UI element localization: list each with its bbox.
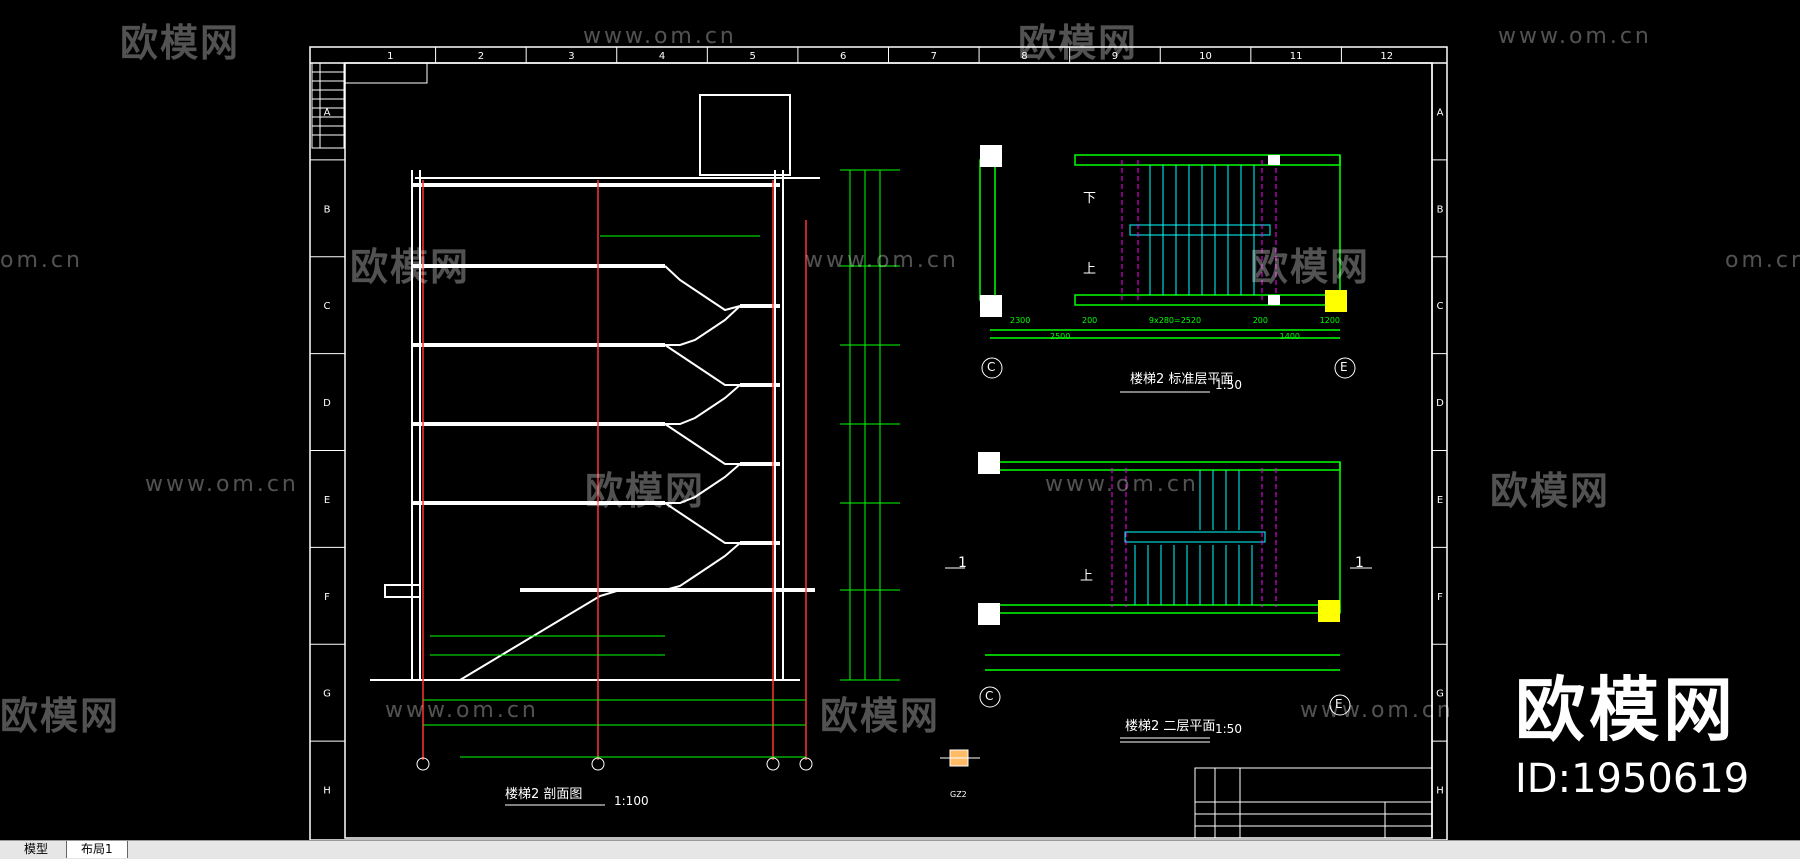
- dimension-value: 9x280=2520: [1148, 316, 1202, 325]
- frame-row-label: D: [1436, 398, 1444, 409]
- frame-row-label: B: [324, 204, 331, 215]
- stair-plan-standard: [979, 145, 1356, 393]
- section-scale: 1:100: [614, 794, 649, 808]
- frame-row-label: F: [324, 592, 330, 603]
- frame-row-label: C: [324, 301, 331, 312]
- frame-row-label: G: [1436, 689, 1444, 700]
- gz-label: GZ2: [950, 790, 967, 799]
- watermark-url: www.om.cn: [1045, 472, 1199, 497]
- dimension-value: 200: [1082, 316, 1098, 325]
- watermark-logo: 欧模网: [820, 694, 941, 738]
- stair-section-drawing: [370, 94, 900, 806]
- dimension-value: 1400: [1279, 332, 1300, 341]
- cut-mark-left: 1: [958, 555, 967, 571]
- outer-frame-border: [309, 46, 1448, 840]
- plan-dimensions-total: 2500 1400: [1050, 332, 1300, 341]
- frame-row-label: F: [1437, 592, 1443, 603]
- down-label-standard: 下: [1083, 191, 1097, 206]
- watermark-url: www.om.cn: [1300, 698, 1454, 723]
- brand-id: ID:1950619: [1515, 756, 1750, 802]
- frame-column-label: 2: [478, 51, 484, 62]
- watermark-logo: 欧模网: [1250, 245, 1371, 289]
- frame-row-label: E: [324, 495, 330, 506]
- column-detail: [940, 749, 980, 767]
- plan-dimensions: 2300 200 9x280=2520 200 1200: [1010, 316, 1340, 325]
- frame-column-label: 9: [1112, 51, 1118, 62]
- axis-c-label-first: C: [985, 689, 994, 703]
- watermark-url: om.cn: [1725, 248, 1800, 273]
- frame-row-label: G: [323, 689, 331, 700]
- dimension-value: 200: [1252, 316, 1268, 325]
- frame-row-label: E: [1437, 495, 1443, 506]
- axis-c-label-standard: C: [987, 360, 996, 374]
- frame-column-label: 6: [840, 51, 846, 62]
- frame-row-label: A: [324, 107, 331, 118]
- tab-layout1[interactable]: 布局1: [66, 841, 128, 858]
- title-block: [1194, 767, 1433, 839]
- axis-e-label-first: E: [1335, 697, 1343, 711]
- stair-plan-first: [945, 452, 1372, 743]
- watermark-url: www.om.cn: [145, 472, 299, 497]
- frame-column-label: 5: [749, 51, 755, 62]
- dimension-value: 2500: [1050, 332, 1071, 341]
- watermark-logo: 欧模网: [350, 245, 471, 289]
- frame-row-label: H: [1436, 786, 1444, 797]
- plan-standard-title: 楼梯2 标准层平面: [1130, 372, 1234, 387]
- frame-column-label: 8: [1021, 51, 1027, 62]
- frame-row-label: D: [323, 398, 331, 409]
- axis-e-label-standard: E: [1340, 360, 1348, 374]
- watermark-url: om.cn: [0, 248, 83, 273]
- revision-table: [311, 62, 428, 149]
- frame-row-label: H: [323, 786, 331, 797]
- section-title: 楼梯2 剖面图: [505, 787, 583, 802]
- brand-stamp: 欧模网 ID:1950619: [1515, 675, 1749, 799]
- frame-column-label: 7: [931, 51, 937, 62]
- watermark-logo: 欧模网: [1490, 469, 1611, 513]
- frame-column-label: 1: [387, 51, 393, 62]
- brand-name: 欧模网: [1515, 669, 1737, 751]
- dimension-value: 2300: [1010, 316, 1031, 325]
- watermark-logo: 欧模网: [120, 21, 241, 65]
- watermark-url: www.om.cn: [1498, 24, 1652, 49]
- frame-column-label: 4: [659, 51, 665, 62]
- watermark-url: www.om.cn: [805, 248, 959, 273]
- frame-column-label: 11: [1290, 51, 1303, 62]
- frame-column-label: 3: [568, 51, 574, 62]
- frame-row-label: C: [1437, 301, 1444, 312]
- watermark-url: www.om.cn: [385, 698, 539, 723]
- up-label-first: 上: [1080, 569, 1094, 584]
- watermark-logo: 欧模网: [1018, 21, 1139, 65]
- frame-row-label: A: [1437, 107, 1444, 118]
- layout-tab-bar: 模型 布局1: [0, 840, 1800, 859]
- tab-model[interactable]: 模型: [10, 841, 63, 858]
- plan-first-title: 楼梯2 二层平面: [1125, 719, 1216, 734]
- watermark-logo: 欧模网: [0, 694, 121, 738]
- up-label-standard: 上: [1083, 262, 1097, 277]
- watermark-logo: 欧模网: [585, 469, 706, 513]
- watermark-url: www.om.cn: [583, 24, 737, 49]
- frame-column-label: 10: [1199, 51, 1212, 62]
- frame-row-label: B: [1437, 204, 1444, 215]
- plan-standard-scale: 1:50: [1215, 378, 1242, 392]
- frame-column-label: 12: [1380, 51, 1393, 62]
- plan-first-scale: 1:50: [1215, 722, 1242, 736]
- cut-mark-right: 1: [1355, 555, 1364, 571]
- dimension-value: 1200: [1319, 316, 1340, 325]
